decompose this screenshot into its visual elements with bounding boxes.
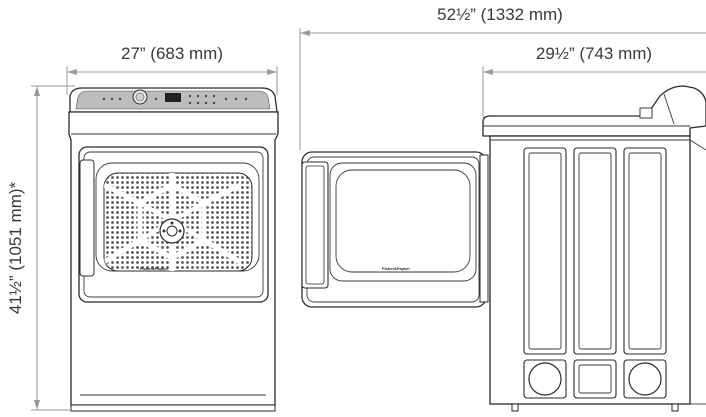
open-door: Fisher&Paykel	[301, 151, 489, 308]
side-rear-line	[689, 139, 706, 151]
width-arrow-left	[67, 69, 77, 75]
depth-label: 29½” (743 mm)	[536, 44, 652, 63]
side-panel-middle-inner	[578, 152, 612, 350]
width-dimension: 27” (683 mm)	[66, 44, 278, 95]
height-arrow-bottom	[34, 400, 40, 410]
brand-logo-door: Fisher&Paykel	[382, 266, 410, 271]
overall-depth-arrowhead	[300, 30, 310, 36]
depth-arrowhead	[483, 69, 493, 75]
side-panel-left-inner	[528, 152, 562, 350]
vent-box-middle-inner	[578, 364, 612, 394]
drum-hub-bolt-icon	[162, 229, 166, 233]
cycle-dial-center-icon	[135, 92, 145, 102]
drum-hub-icon	[159, 218, 185, 244]
open-door-frame	[329, 162, 477, 282]
width-label: 27” (683 mm)	[121, 44, 223, 63]
side-foot-rear	[671, 403, 679, 412]
front-view: Fisher&Paykel	[68, 87, 279, 412]
brand-logo-front: Fisher&Paykel	[140, 266, 168, 271]
front-kickplate	[70, 404, 276, 412]
overall-depth-dimension: 52½” (1332 mm)	[299, 5, 706, 150]
door-handle	[79, 159, 95, 277]
open-door-glass	[335, 169, 471, 273]
open-door-handle-inner	[305, 165, 325, 285]
side-foot-front	[511, 403, 519, 412]
display-screen	[165, 93, 181, 102]
height-dimension: 41½” (1051 mm)*	[6, 85, 75, 411]
open-door-handle	[301, 161, 329, 289]
side-panel-middle	[573, 147, 617, 355]
vent-port-left-icon	[528, 362, 562, 396]
overall-depth-label: 52½” (1332 mm)	[437, 5, 563, 24]
side-console-detail	[663, 93, 675, 125]
side-knob-icon	[639, 107, 653, 119]
height-label: 41½” (1051 mm)*	[6, 181, 25, 314]
drum-hub-inner-icon	[166, 225, 178, 237]
drum-hub-bolt-icon	[178, 229, 182, 233]
side-console	[482, 85, 706, 137]
side-panel-right-inner	[628, 152, 662, 350]
depth-dimension: 29½” (743 mm)	[482, 44, 706, 118]
side-panel-left	[523, 147, 567, 355]
side-view	[482, 85, 706, 412]
vent-box-middle	[573, 359, 617, 399]
height-arrow-top	[34, 86, 40, 96]
console-buttons	[102, 94, 248, 105]
side-panel-right	[623, 147, 667, 355]
drum-hub-bolt-icon	[170, 221, 174, 225]
vent-port-right-icon	[628, 362, 662, 396]
door-hinge-edge	[479, 154, 489, 303]
drum-baffles	[104, 173, 242, 271]
width-arrow-right	[267, 69, 277, 75]
